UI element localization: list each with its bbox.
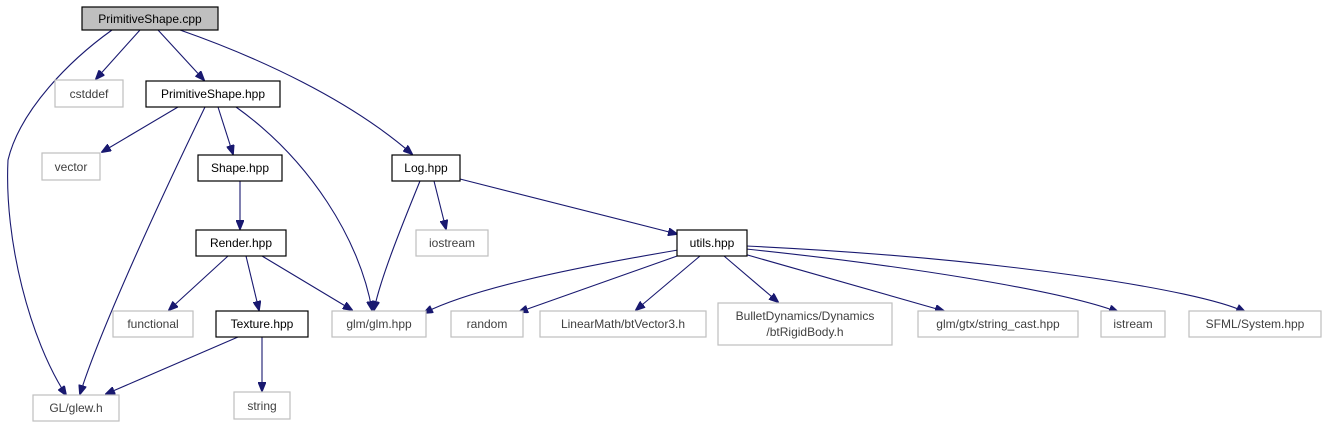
node-string-cast: glm/gtx/string_cast.hpp xyxy=(917,310,1079,338)
node-render-hpp[interactable]: Render.hpp xyxy=(195,229,287,257)
node-btrigidbody: BulletDynamics/Dynamics /btRigidBody.h xyxy=(717,302,893,346)
node-label: string xyxy=(247,399,276,413)
edge-log-to-iostream xyxy=(433,180,446,229)
edge-render-to-texture xyxy=(245,255,259,310)
node-label: Texture.hpp xyxy=(231,317,294,331)
node-label: SFML/System.hpp xyxy=(1206,317,1305,331)
edges xyxy=(7,29,1245,395)
edge-phpp-to-shape-hpp xyxy=(217,106,233,154)
node-label: glm/gtx/string_cast.hpp xyxy=(936,317,1060,331)
node-label: Render.hpp xyxy=(210,236,272,250)
node-istream: istream xyxy=(1100,310,1166,338)
node-cstddef: cstddef xyxy=(54,79,124,108)
edge-texture-to-glew xyxy=(106,336,239,394)
edge-utils-to-btrigidbody xyxy=(723,255,778,302)
nodes: PrimitiveShape.cpp cstddef PrimitiveShap… xyxy=(32,6,1322,422)
edge-phpp-to-glm xyxy=(235,106,372,310)
edge-render-to-functional xyxy=(169,255,229,310)
edge-utils-to-string-cast xyxy=(743,253,944,311)
node-random: random xyxy=(450,310,524,338)
edge-utils-to-istream xyxy=(745,248,1118,312)
node-label: LinearMath/btVector3.h xyxy=(561,317,685,331)
edge-log-to-glm xyxy=(374,180,421,310)
edge-log-to-utils xyxy=(459,178,677,234)
node-label: PrimitiveShape.cpp xyxy=(98,12,202,26)
edge-cpp-to-primitiveshape-hpp xyxy=(157,29,204,80)
node-log-hpp[interactable]: Log.hpp xyxy=(391,154,461,182)
node-label: iostream xyxy=(429,236,475,250)
node-label: PrimitiveShape.hpp xyxy=(161,87,265,101)
edge-cpp-to-glew xyxy=(7,29,113,395)
node-utils-hpp[interactable]: utils.hpp xyxy=(676,229,748,257)
edge-cpp-to-cstddef xyxy=(96,29,141,79)
node-label-line-1: BulletDynamics/Dynamics xyxy=(736,309,875,323)
edge-render-to-glm xyxy=(261,255,352,310)
node-iostream: iostream xyxy=(415,229,489,257)
node-label: Log.hpp xyxy=(404,161,448,175)
node-label: Shape.hpp xyxy=(211,161,269,175)
node-label: GL/glew.h xyxy=(49,401,102,415)
edge-utils-to-random xyxy=(519,254,681,312)
node-shape-hpp[interactable]: Shape.hpp xyxy=(197,154,283,182)
node-glew: GL/glew.h xyxy=(32,394,120,422)
edge-utils-to-btvector3 xyxy=(636,255,701,310)
node-functional: functional xyxy=(112,310,194,338)
node-sfml-system: SFML/System.hpp xyxy=(1188,310,1322,338)
node-label: random xyxy=(467,317,508,331)
node-label: utils.hpp xyxy=(690,236,735,250)
edge-cpp-to-log-hpp xyxy=(179,29,412,154)
node-primitiveshape-hpp[interactable]: PrimitiveShape.hpp xyxy=(145,80,281,108)
node-label: glm/glm.hpp xyxy=(346,317,412,331)
edge-phpp-to-glew xyxy=(80,106,206,394)
node-label-line-2: /btRigidBody.h xyxy=(766,325,843,339)
node-label: vector xyxy=(55,160,88,174)
node-label: istream xyxy=(1113,317,1152,331)
node-glm-hpp: glm/glm.hpp xyxy=(331,310,427,338)
edge-utils-to-glm xyxy=(424,249,679,313)
node-btvector3: LinearMath/btVector3.h xyxy=(539,310,707,338)
edge-phpp-to-vector xyxy=(102,106,179,152)
node-label: cstddef xyxy=(70,87,109,101)
node-primitiveshape-cpp[interactable]: PrimitiveShape.cpp xyxy=(81,6,219,31)
node-string: string xyxy=(233,391,291,420)
node-vector: vector xyxy=(41,152,101,181)
node-texture-hpp[interactable]: Texture.hpp xyxy=(215,310,309,338)
edge-utils-to-sfml xyxy=(745,245,1245,312)
node-label: functional xyxy=(127,317,178,331)
